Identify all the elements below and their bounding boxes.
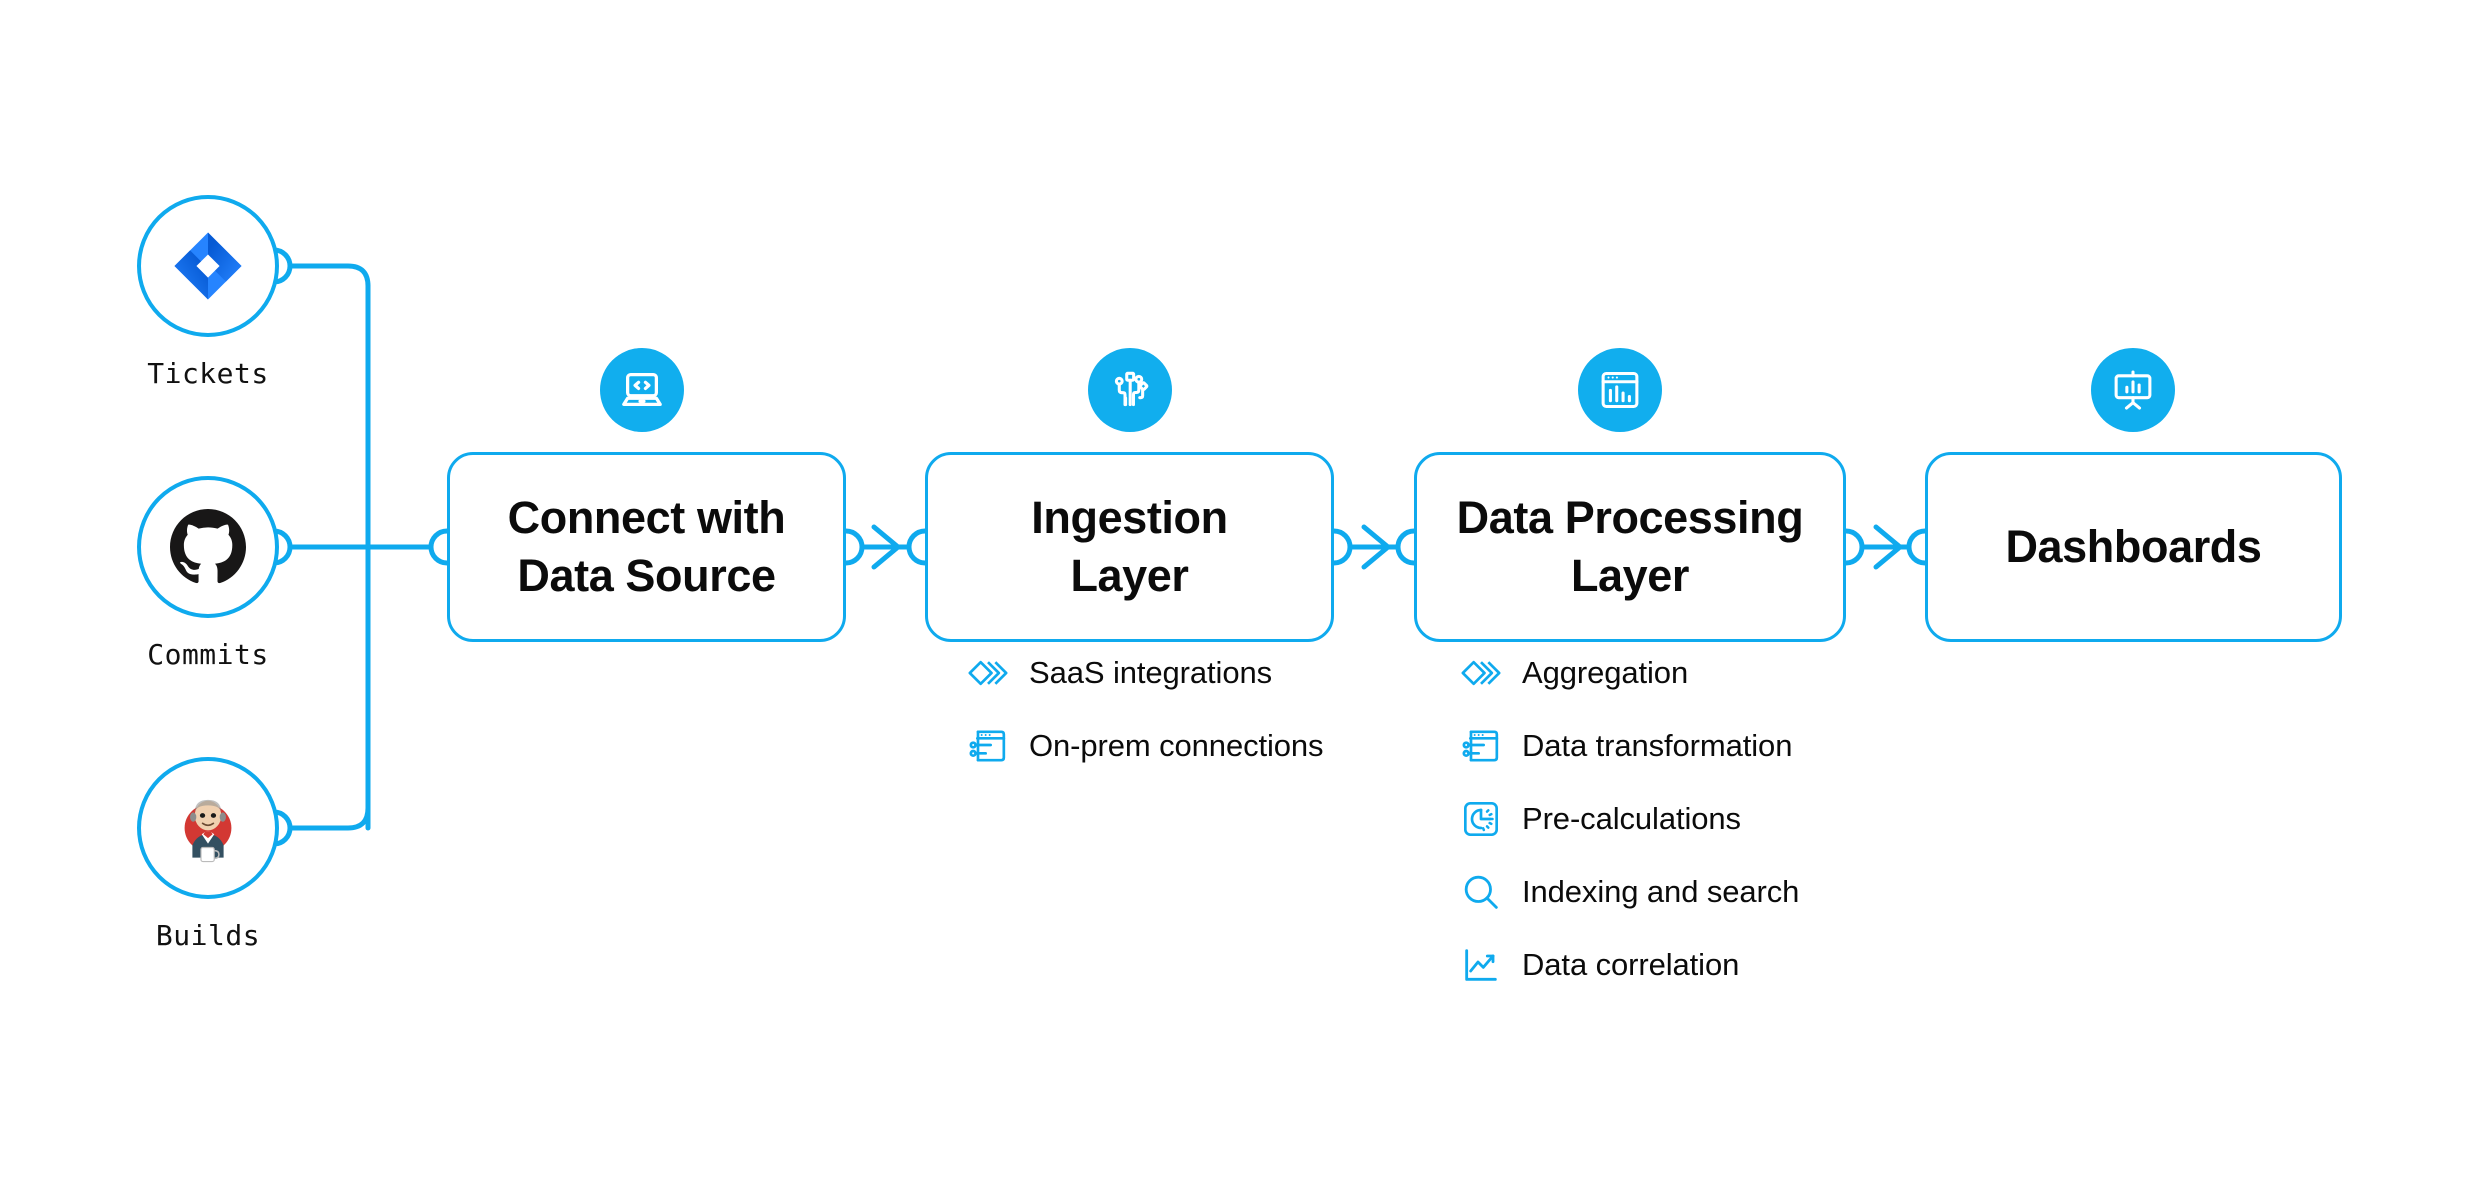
arrow-right-icon-2 <box>1361 524 1391 570</box>
layered-chevrons-icon <box>967 652 1009 694</box>
browser-sliders-icon <box>967 725 1009 767</box>
feature-label: Data correlation <box>1522 946 1740 982</box>
feature-item: SaaS integrations <box>967 636 1323 709</box>
source-label-builds: Builds <box>155 919 261 952</box>
magnifier-icon <box>1460 871 1502 913</box>
feature-label: Indexing and search <box>1522 873 1800 909</box>
arrow-right-icon-1 <box>871 524 901 570</box>
feature-label: Data transformation <box>1522 727 1793 763</box>
feature-item: Pre-calculations <box>1460 782 1799 855</box>
stage-node-dashboards[interactable]: Dashboards <box>1925 452 2342 642</box>
presentation-chart-icon <box>2114 370 2152 410</box>
feature-item: Indexing and search <box>1460 855 1799 928</box>
laptop-code-icon <box>622 373 662 407</box>
feature-list-data-processing-layer: Aggregation Data transformation <box>1460 636 1799 1001</box>
feature-item: Aggregation <box>1460 636 1799 709</box>
github-icon <box>170 509 246 584</box>
layered-chevrons-icon <box>1460 652 1502 694</box>
gauge-square-icon <box>1460 798 1502 840</box>
feature-item: Data transformation <box>1460 709 1799 782</box>
feature-item: Data correlation <box>1460 928 1799 1001</box>
feature-label: Pre-calculations <box>1522 800 1741 836</box>
source-node-commits[interactable]: Commits <box>137 476 279 671</box>
wire-builds <box>279 557 371 831</box>
wire-tickets <box>279 263 371 543</box>
browser-sliders-icon <box>1460 725 1502 767</box>
stage-badge-data-processing-layer <box>1578 348 1662 432</box>
source-ring <box>137 476 279 618</box>
stage-badge-dashboards <box>2091 348 2175 432</box>
source-node-tickets[interactable]: Tickets <box>137 195 279 390</box>
arrow-right-icon-3 <box>1873 524 1903 570</box>
source-label-commits: Commits <box>147 638 269 671</box>
source-node-builds[interactable]: Builds <box>137 757 279 952</box>
feature-list-ingestion-layer: SaaS integrations On-prem connections <box>967 636 1324 782</box>
source-ring <box>137 757 279 899</box>
feature-label: Aggregation <box>1522 654 1689 690</box>
stage-badge-ingestion-layer <box>1088 348 1172 432</box>
line-chart-icon <box>1460 944 1502 986</box>
source-ring <box>137 195 279 337</box>
feature-label: On-prem connections <box>1029 727 1324 763</box>
circuit-nodes-icon <box>1114 371 1149 407</box>
browser-barchart-icon <box>1601 371 1639 409</box>
stage-badge-connect-with-data-source <box>600 348 684 432</box>
jira-icon <box>174 232 242 300</box>
feature-label: SaaS integrations <box>1029 654 1273 690</box>
jenkins-icon <box>184 799 232 863</box>
feature-item: On-prem connections <box>967 709 1324 782</box>
stage-title: Dashboards <box>2005 521 2262 573</box>
source-label-tickets: Tickets <box>147 357 269 390</box>
